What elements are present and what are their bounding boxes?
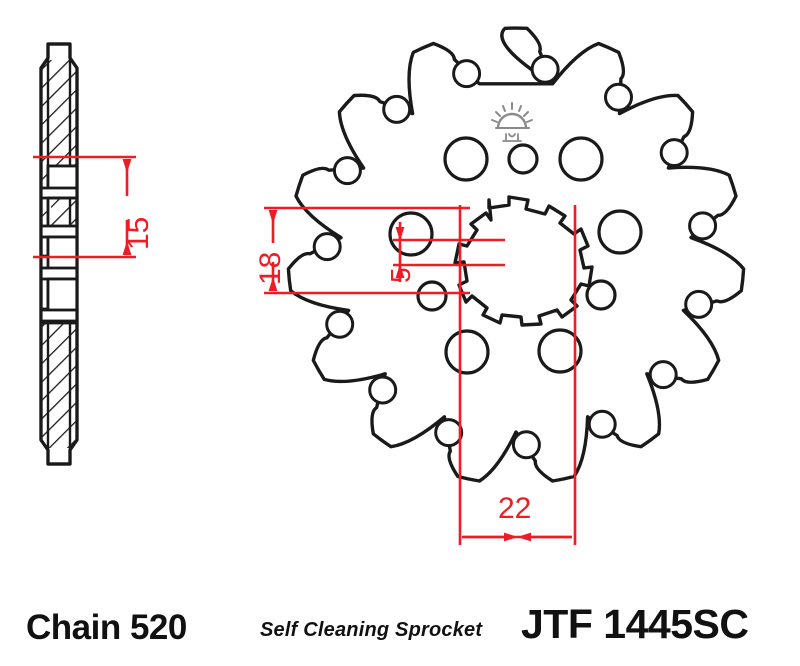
mud-relief-pocket [312, 232, 342, 262]
mud-relief-pocket [332, 156, 362, 186]
mud-relief-pocket [511, 430, 541, 460]
dimension-18 [264, 206, 470, 295]
dimension-22 [458, 205, 577, 545]
dimension-15 [33, 155, 136, 259]
dimension-lines [33, 155, 577, 545]
mud-relief-pocket [368, 375, 398, 405]
small-hole [585, 279, 617, 311]
sunrise-logo [491, 102, 533, 142]
large-hole [597, 209, 643, 255]
mud-relief-pocket [688, 211, 718, 241]
mud-relief-pocket [530, 54, 560, 84]
mud-relief-pocket [648, 360, 678, 390]
large-hole [558, 136, 604, 182]
mud-relief-pocket [325, 309, 355, 339]
small-hole [416, 280, 448, 312]
large-hole [443, 136, 489, 182]
large-hole [444, 329, 490, 375]
side-section-view [39, 42, 79, 466]
mud-relief-pocket [587, 409, 617, 439]
small-hole [507, 143, 539, 175]
large-hole [537, 328, 583, 374]
mud-relief-pocket [382, 94, 412, 124]
large-hole [388, 211, 434, 257]
mud-relief-pocket [604, 82, 633, 112]
mud-relief-pocket [684, 289, 714, 319]
mud-relief-pocket [434, 418, 464, 448]
mud-relief-pocket [452, 59, 482, 89]
front-face-view [286, 26, 746, 483]
splined-bore [453, 195, 594, 327]
dimension-5 [393, 222, 505, 282]
mud-relief-pocket [659, 138, 689, 168]
